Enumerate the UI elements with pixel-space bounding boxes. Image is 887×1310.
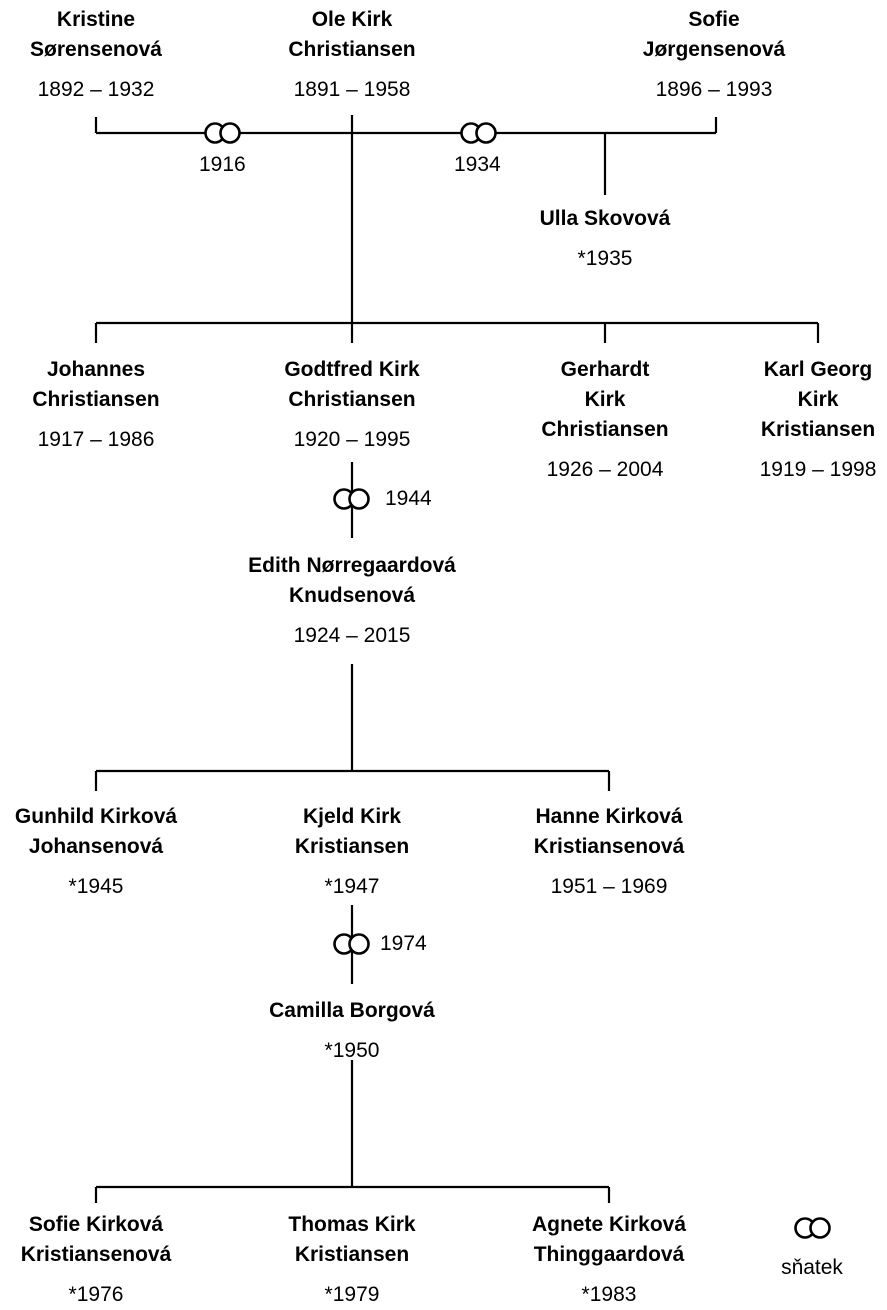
person-name: Ulla Skovová xyxy=(539,207,671,230)
person-name: Gunhild Kirková Johansenová xyxy=(14,805,178,858)
person-dates: 1896 – 1993 xyxy=(655,78,773,101)
person-name: Thomas Kirk Kristiansen xyxy=(288,1213,416,1266)
person-karl-georg-kirk-kristiansen: Karl Georg Kirk Kristiansen 1919 – 1998 xyxy=(693,355,887,485)
person-hanne-kirkova-kristiansenova: Hanne Kirková Kristiansenová 1951 – 1969 xyxy=(484,802,734,902)
rings-icon xyxy=(333,933,370,955)
person-dates: 1917 – 1986 xyxy=(37,428,155,451)
person-agnete-kirkova-thinggaardova: Agnete Kirková Thinggaardová *1983 xyxy=(484,1210,734,1310)
marriage-year: 1934 xyxy=(454,153,501,176)
person-dates: 1926 – 2004 xyxy=(546,458,664,481)
person-dates: *1945 xyxy=(68,875,124,898)
person-dates: *1947 xyxy=(324,875,380,898)
person-name: Sofie Jørgensenová xyxy=(642,8,786,61)
person-name: Godtfred Kirk Christiansen xyxy=(284,358,420,411)
person-sofie-kirkova-kristiansenova: Sofie Kirková Kristiansenová *1976 xyxy=(0,1210,221,1310)
rings-icon xyxy=(460,122,497,144)
person-gunhild-kirkova-johansenova: Gunhild Kirková Johansenová *1945 xyxy=(0,802,221,902)
person-kristine-sorensenova: Kristine Sørensenová 1892 – 1932 xyxy=(0,5,221,105)
person-dates: 1951 – 1969 xyxy=(550,875,668,898)
person-dates: 1892 – 1932 xyxy=(37,78,155,101)
person-name: Gerhardt Kirk Christiansen xyxy=(541,358,669,441)
person-name: Edith Nørregaardová Knudsenová xyxy=(248,554,456,607)
person-camilla-borgova: Camilla Borgová *1950 xyxy=(227,996,477,1066)
person-name: Kjeld Kirk Kristiansen xyxy=(294,805,410,858)
legend-label: sňatek xyxy=(781,1256,843,1279)
person-name: Agnete Kirková Thinggaardová xyxy=(531,1213,687,1266)
person-name: Johannes Christiansen xyxy=(32,358,160,411)
person-johannes-christiansen: Johannes Christiansen 1917 – 1986 xyxy=(0,355,221,455)
person-dates: *1950 xyxy=(324,1039,380,1062)
person-dates: 1924 – 2015 xyxy=(293,624,411,647)
person-name: Ole Kirk Christiansen xyxy=(288,8,416,61)
person-kjeld-kirk-kristiansen: Kjeld Kirk Kristiansen *1947 xyxy=(227,802,477,902)
rings-icon xyxy=(333,488,370,510)
marriage-year: 1944 xyxy=(385,487,432,510)
person-ole-kirk-christiansen: Ole Kirk Christiansen 1891 – 1958 xyxy=(227,5,477,105)
person-dates: *1976 xyxy=(68,1283,124,1306)
marriage-year: 1916 xyxy=(199,153,246,176)
person-name: Hanne Kirková Kristiansenová xyxy=(533,805,685,858)
person-name: Kristine Sørensenová xyxy=(30,8,162,61)
person-dates: 1920 – 1995 xyxy=(293,428,411,451)
person-name: Camilla Borgová xyxy=(269,999,435,1022)
person-dates: 1891 – 1958 xyxy=(293,78,411,101)
person-godtfred-kirk-christiansen: Godtfred Kirk Christiansen 1920 – 1995 xyxy=(227,355,477,455)
person-dates: 1919 – 1998 xyxy=(759,458,877,481)
person-name: Sofie Kirková Kristiansenová xyxy=(20,1213,172,1266)
person-sofie-jorgensenova: Sofie Jørgensenová 1896 – 1993 xyxy=(589,5,839,105)
person-dates: *1979 xyxy=(324,1283,380,1306)
person-thomas-kirk-kristiansen: Thomas Kirk Kristiansen *1979 xyxy=(227,1210,477,1310)
rings-icon xyxy=(204,122,241,144)
person-dates: *1935 xyxy=(577,247,633,270)
person-edith-norregaardova-knudsenova: Edith Nørregaardová Knudsenová 1924 – 20… xyxy=(227,551,477,651)
marriage-year: 1974 xyxy=(380,932,427,955)
person-ulla-skovova: Ulla Skovová *1935 xyxy=(480,204,730,274)
person-gerhardt-kirk-christiansen: Gerhardt Kirk Christiansen 1926 – 2004 xyxy=(480,355,730,485)
person-dates: *1983 xyxy=(581,1283,637,1306)
legend-rings-icon xyxy=(794,1217,831,1239)
person-name: Karl Georg Kirk Kristiansen xyxy=(760,358,876,441)
